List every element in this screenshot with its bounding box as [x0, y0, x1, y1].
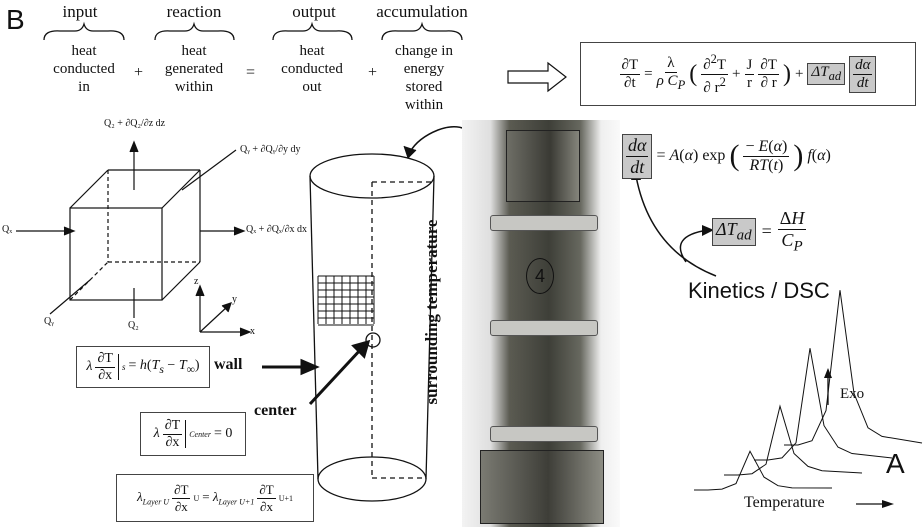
sample-tag: 4	[526, 258, 554, 294]
qz-out-label: Q₂ + ∂Q₂/∂z dz	[104, 118, 166, 129]
axis-x-label: x	[250, 326, 255, 337]
plus-operator-1: +	[134, 64, 144, 81]
output-title: output	[292, 2, 336, 21]
temperature-axis-label: Temperature	[744, 494, 825, 511]
reactor-photo: 4	[462, 120, 620, 527]
axis-z-label: z	[194, 276, 199, 287]
input-title: input	[62, 2, 98, 21]
qy-in-label: Qᵧ	[44, 316, 54, 327]
dsc-curve-3	[754, 348, 893, 461]
qx-in-label: Qₓ	[2, 224, 13, 235]
top-nut	[506, 130, 580, 202]
dsc-curve-4	[784, 290, 923, 446]
hose-clamp-1	[490, 215, 598, 231]
panel-label-a: A	[886, 448, 905, 479]
reaction-title: reaction	[166, 2, 222, 21]
kinetics-label: Kinetics / DSC	[688, 278, 830, 303]
center-label: center	[254, 402, 297, 419]
hose-clamp-3	[490, 426, 598, 442]
accumulation-title: accumulation	[376, 2, 468, 21]
hose-clamp-2	[490, 320, 598, 336]
equals-operator: =	[246, 64, 256, 81]
exo-label: Exo	[840, 386, 865, 402]
panel-label-b: B	[6, 4, 25, 35]
surrounding-temperature-label: surrounding temperature	[422, 219, 441, 405]
qx-out-label: Qₓ + ∂Qₓ/∂x dx	[246, 224, 308, 235]
dsc-curve-1	[694, 450, 833, 491]
qz-in-label: Q₂	[128, 320, 139, 331]
bottom-nut	[480, 450, 604, 524]
dsc-curve-2	[724, 404, 863, 476]
axis-y-label: y	[232, 294, 237, 305]
delta-t-ad-term: ΔTad	[807, 63, 846, 85]
wall-label: wall	[214, 356, 243, 373]
qy-out-label: Qᵧ + ∂Qᵧ/∂y dy	[240, 144, 301, 155]
plus-operator-2: +	[368, 64, 378, 81]
